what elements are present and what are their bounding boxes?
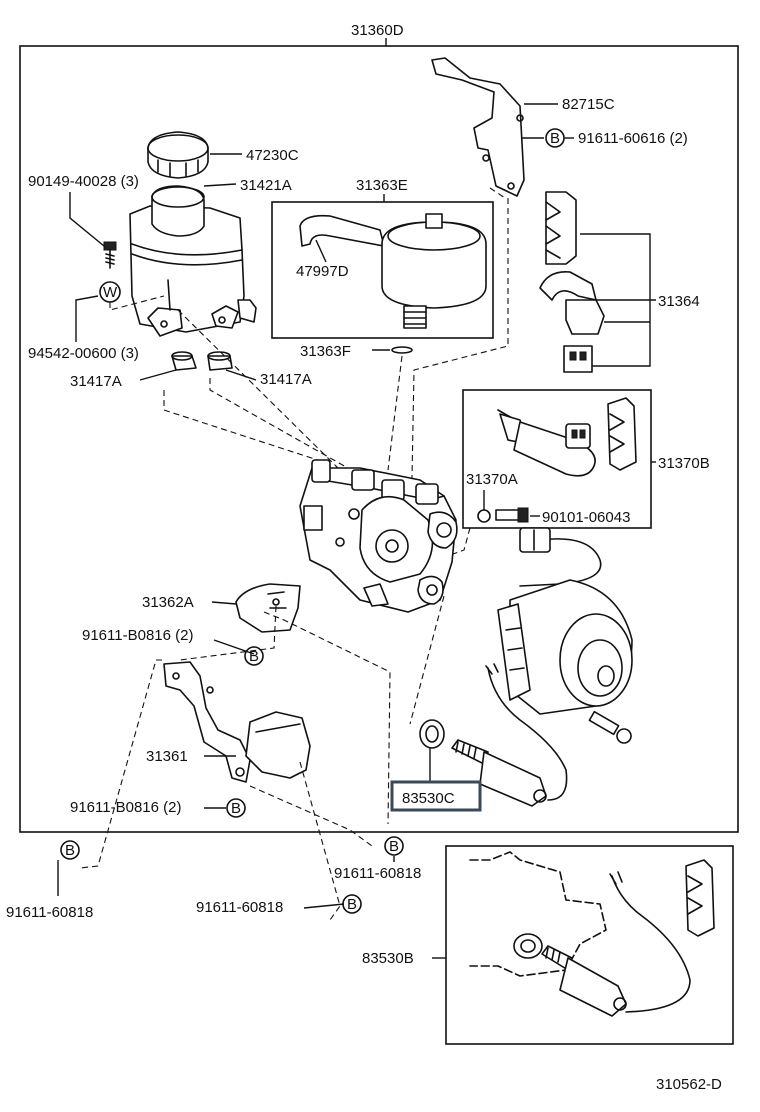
label-bolt-plate[interactable]: 91611-B0816 (2)	[82, 627, 193, 644]
label-washer-res[interactable]: 94542-00600 (3)	[28, 345, 139, 362]
label-cap[interactable]: 47230C	[246, 147, 299, 164]
accumulator	[381, 213, 487, 329]
label-bolt-mid[interactable]: 91611-60818	[334, 865, 421, 882]
reservoir-cap	[147, 131, 209, 179]
oring	[391, 346, 413, 354]
label-bolt-mid2[interactable]: 91611-60818	[196, 899, 283, 916]
reservoir-tank	[129, 185, 257, 337]
brake-actuator	[299, 459, 458, 613]
highlight-box	[390, 780, 482, 812]
symbol-b-3: B	[231, 800, 241, 817]
label-switch-highlight[interactable]: 83530C	[402, 790, 455, 807]
label-band[interactable]: 47997D	[296, 263, 349, 280]
switch-83530c	[419, 663, 568, 807]
label-bracket-lower[interactable]: 31361	[146, 748, 188, 765]
plate-31362a	[235, 583, 301, 633]
symbol-w: W	[103, 284, 118, 301]
label-bracket[interactable]: 82715C	[562, 96, 615, 113]
label-bolt-sensor[interactable]: 90101-06043	[542, 509, 630, 526]
label-switch-alt[interactable]: 83530B	[362, 950, 414, 967]
label-oring[interactable]: 31363F	[300, 343, 351, 360]
bracket-31361	[163, 661, 311, 783]
symbol-b-5: B	[389, 838, 399, 855]
label-sensor-kit[interactable]: 31370B	[658, 455, 710, 472]
label-grommet-left[interactable]: 31417A	[70, 373, 122, 390]
bolt-reservoir	[103, 241, 117, 269]
sensor-kit-box	[462, 389, 652, 529]
symbol-b-2: B	[249, 648, 259, 665]
label-assembly[interactable]: 31360D	[351, 22, 404, 39]
pressure-sensor	[497, 409, 596, 477]
sensor-clip	[607, 397, 637, 471]
label-reservoir[interactable]: 31421A	[240, 177, 292, 194]
label-accumulator-kit[interactable]: 31363E	[356, 177, 408, 194]
diagram-id: 310562-D	[656, 1076, 722, 1093]
sensor-bolt	[495, 507, 529, 523]
symbol-b-4: B	[65, 842, 75, 859]
label-sensor[interactable]: 31370A	[466, 471, 518, 488]
label-bolt-left[interactable]: 91611-60818	[6, 904, 93, 921]
accumulator-kit-box	[271, 201, 494, 339]
grommet-left	[171, 351, 197, 371]
label-clip-set[interactable]: 31364	[658, 293, 700, 310]
assembly-frame	[19, 45, 739, 833]
bracket-82715c	[431, 57, 525, 199]
switch-alt-box	[445, 845, 734, 1045]
label-bolt-bracket[interactable]: 91611-60616 (2)	[578, 130, 688, 147]
label-plate[interactable]: 31362A	[142, 594, 194, 611]
label-bolt-lower[interactable]: 91611-B0816 (2)	[70, 799, 181, 816]
label-bolt-res[interactable]: 90149-40028 (3)	[28, 173, 139, 190]
sensor-washer	[477, 509, 491, 523]
clip-set-31364	[539, 191, 605, 373]
pump-motor	[497, 527, 633, 744]
grommet-right	[207, 351, 233, 371]
switch-83530b	[469, 851, 715, 1017]
label-grommet-right[interactable]: 31417A	[260, 371, 312, 388]
band-47997d	[299, 214, 385, 247]
symbol-b-6: B	[347, 896, 357, 913]
symbol-b-1: B	[550, 130, 560, 147]
